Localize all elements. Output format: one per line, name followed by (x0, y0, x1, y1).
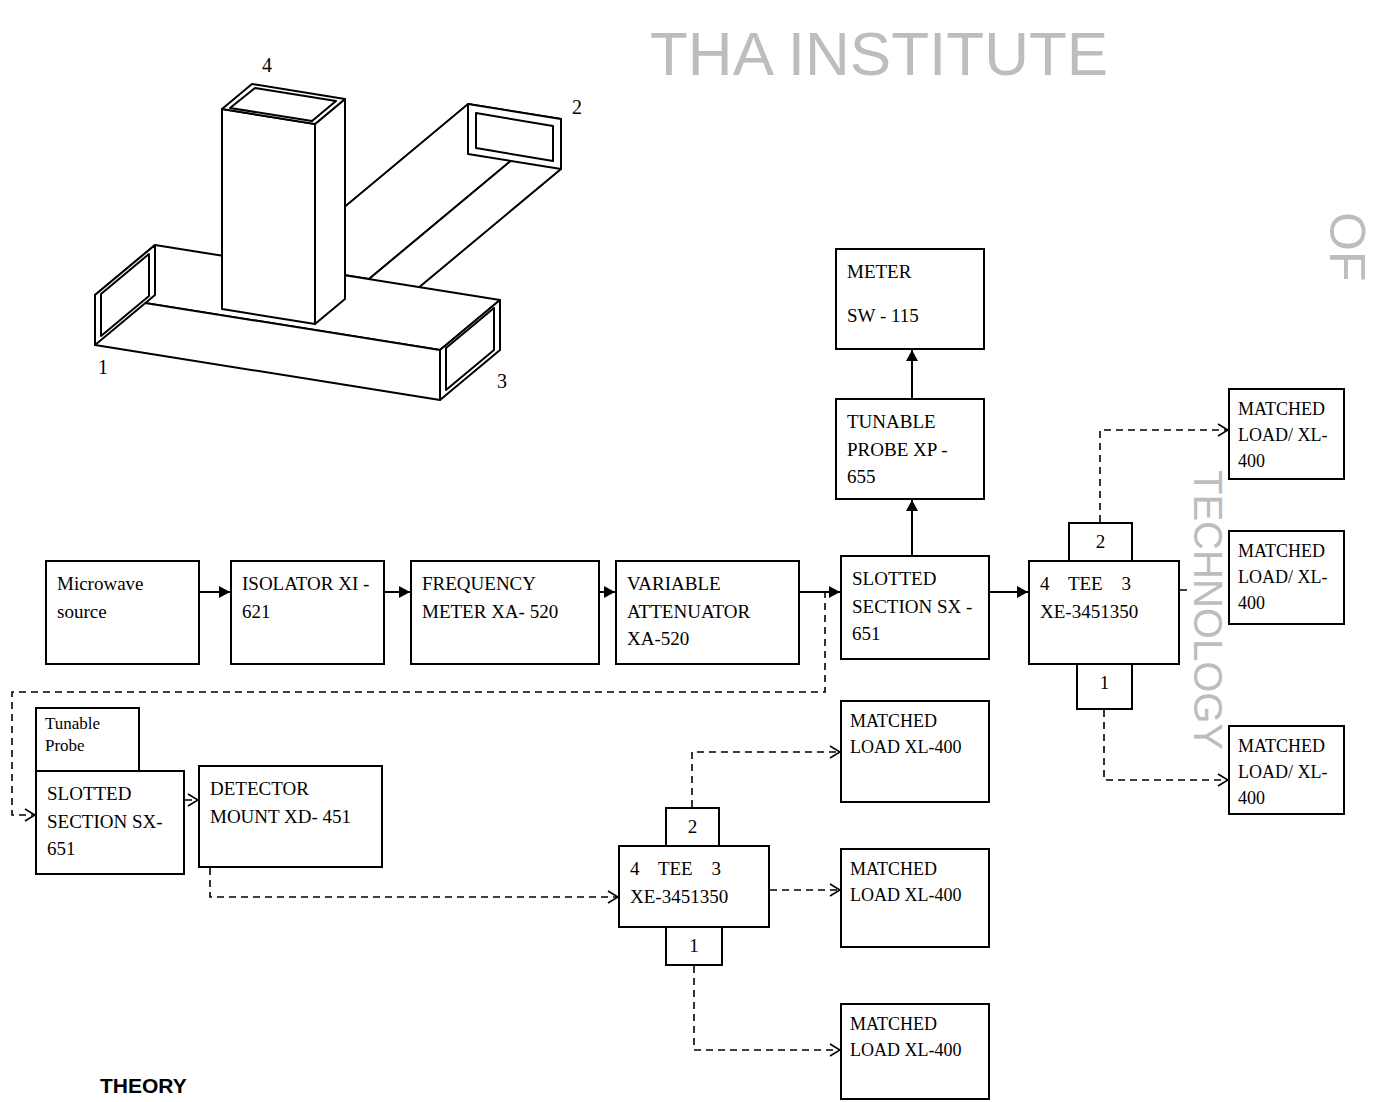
port-number: 3 (497, 370, 507, 393)
process-box: SLOTTED SECTION SX-651 (35, 770, 185, 875)
box-label: DETECTOR MOUNT XD- 451 (210, 775, 371, 830)
port-box: 2 (665, 807, 720, 847)
box-label: 1 (671, 932, 717, 960)
process-box: METER SW - 115 (835, 248, 985, 350)
model-number: XE-3451350 (630, 883, 758, 911)
process-box: ISOLATOR XI - 621 (230, 560, 385, 665)
dashed-connector (694, 966, 840, 1050)
dashed-connector (770, 889, 840, 891)
port-number: 1 (98, 356, 108, 379)
box-label: ISOLATOR XI - 621 (242, 570, 373, 625)
process-box: Tunable Probe (35, 707, 140, 772)
e-arm-top (222, 84, 345, 124)
load-box: MATCHED LOAD/ XL-400 (1228, 388, 1345, 480)
signal-arrow (990, 591, 1028, 593)
magic-tee-drawing (95, 84, 561, 400)
box-label: TUNABLE PROBE XP - 655 (847, 408, 973, 491)
box-label: MATCHED LOAD/ XL-400 (1238, 538, 1335, 616)
box-label: MATCHED LOAD/ XL-400 (1238, 733, 1335, 811)
load-box: MATCHED LOAD/ XL-400 (1228, 530, 1345, 625)
box-label: 4 TEE 3 (1040, 570, 1168, 598)
load-box: MATCHED LOAD XL-400 (840, 1003, 990, 1100)
load-box: MATCHED LOAD XL-400 (840, 848, 990, 948)
port-number: 2 (572, 96, 582, 119)
process-box: DETECTOR MOUNT XD- 451 (198, 765, 383, 868)
signal-arrow (200, 591, 230, 593)
tee-box: 4 TEE 3XE-3451350 (618, 845, 770, 928)
port3-opening (446, 308, 494, 390)
watermark-text: TECHNOLOGY (1188, 470, 1228, 750)
model-number: SW - 115 (847, 302, 973, 330)
process-box: Microwave source (45, 560, 200, 665)
dashed-connector (185, 799, 198, 801)
box-label: MATCHED LOAD XL-400 (850, 708, 980, 760)
port1-opening (101, 254, 149, 336)
signal-arrow (911, 350, 913, 398)
load-box: MATCHED LOAD/ XL-400 (1228, 725, 1345, 815)
box-label: 2 (671, 813, 714, 841)
signal-arrow (600, 591, 615, 593)
signal-arrow (385, 591, 410, 593)
box-label: 1 (1082, 669, 1127, 697)
tee-box: 4 TEE 3XE-3451350 (1028, 560, 1180, 665)
section-heading: THEORY (100, 1074, 187, 1098)
box-label: Tunable Probe (45, 713, 130, 757)
process-box: SLOTTED SECTION SX - 651 (840, 555, 990, 660)
box-label: MATCHED LOAD XL-400 (850, 856, 980, 908)
box-label: MATCHED LOAD/ XL-400 (1238, 396, 1335, 474)
process-box: FREQUENCY METER XA- 520 (410, 560, 600, 665)
port-box: 1 (665, 926, 723, 966)
h-arm-opening (476, 113, 553, 161)
dashed-connector (210, 868, 618, 897)
e-arm-side (315, 99, 345, 324)
box-label: SLOTTED SECTION SX-651 (47, 780, 173, 863)
port-box: 1 (1076, 663, 1133, 710)
box-label: METER (847, 258, 973, 286)
process-box: VARIABLE ATTENUATOR XA-520 (615, 560, 800, 665)
dashed-connector (692, 752, 840, 807)
box-label: MATCHED LOAD XL-400 (850, 1011, 980, 1063)
watermark-text: OF (1322, 212, 1372, 281)
process-box: TUNABLE PROBE XP - 655 (835, 398, 985, 500)
load-box: MATCHED LOAD XL-400 (840, 700, 990, 803)
port4-opening (230, 88, 336, 121)
port-box: 2 (1068, 522, 1133, 562)
e-arm-front (222, 109, 315, 324)
main-arm-end-1 (95, 245, 155, 345)
port-number: 4 (262, 54, 272, 77)
model-number: XE-3451350 (1040, 598, 1168, 626)
box-label: Microwave source (57, 570, 188, 625)
main-arm-end-3 (440, 300, 500, 400)
box-label: 4 TEE 3 (630, 855, 758, 883)
box-label: VARIABLE ATTENUATOR XA-520 (627, 570, 788, 653)
box-label: FREQUENCY METER XA- 520 (422, 570, 588, 625)
box-label: SLOTTED SECTION SX - 651 (852, 565, 978, 648)
h-arm-end (468, 104, 561, 169)
box-label: 2 (1074, 528, 1127, 556)
watermark-text: THA INSTITUTE (650, 18, 1108, 89)
signal-arrow (911, 500, 913, 555)
